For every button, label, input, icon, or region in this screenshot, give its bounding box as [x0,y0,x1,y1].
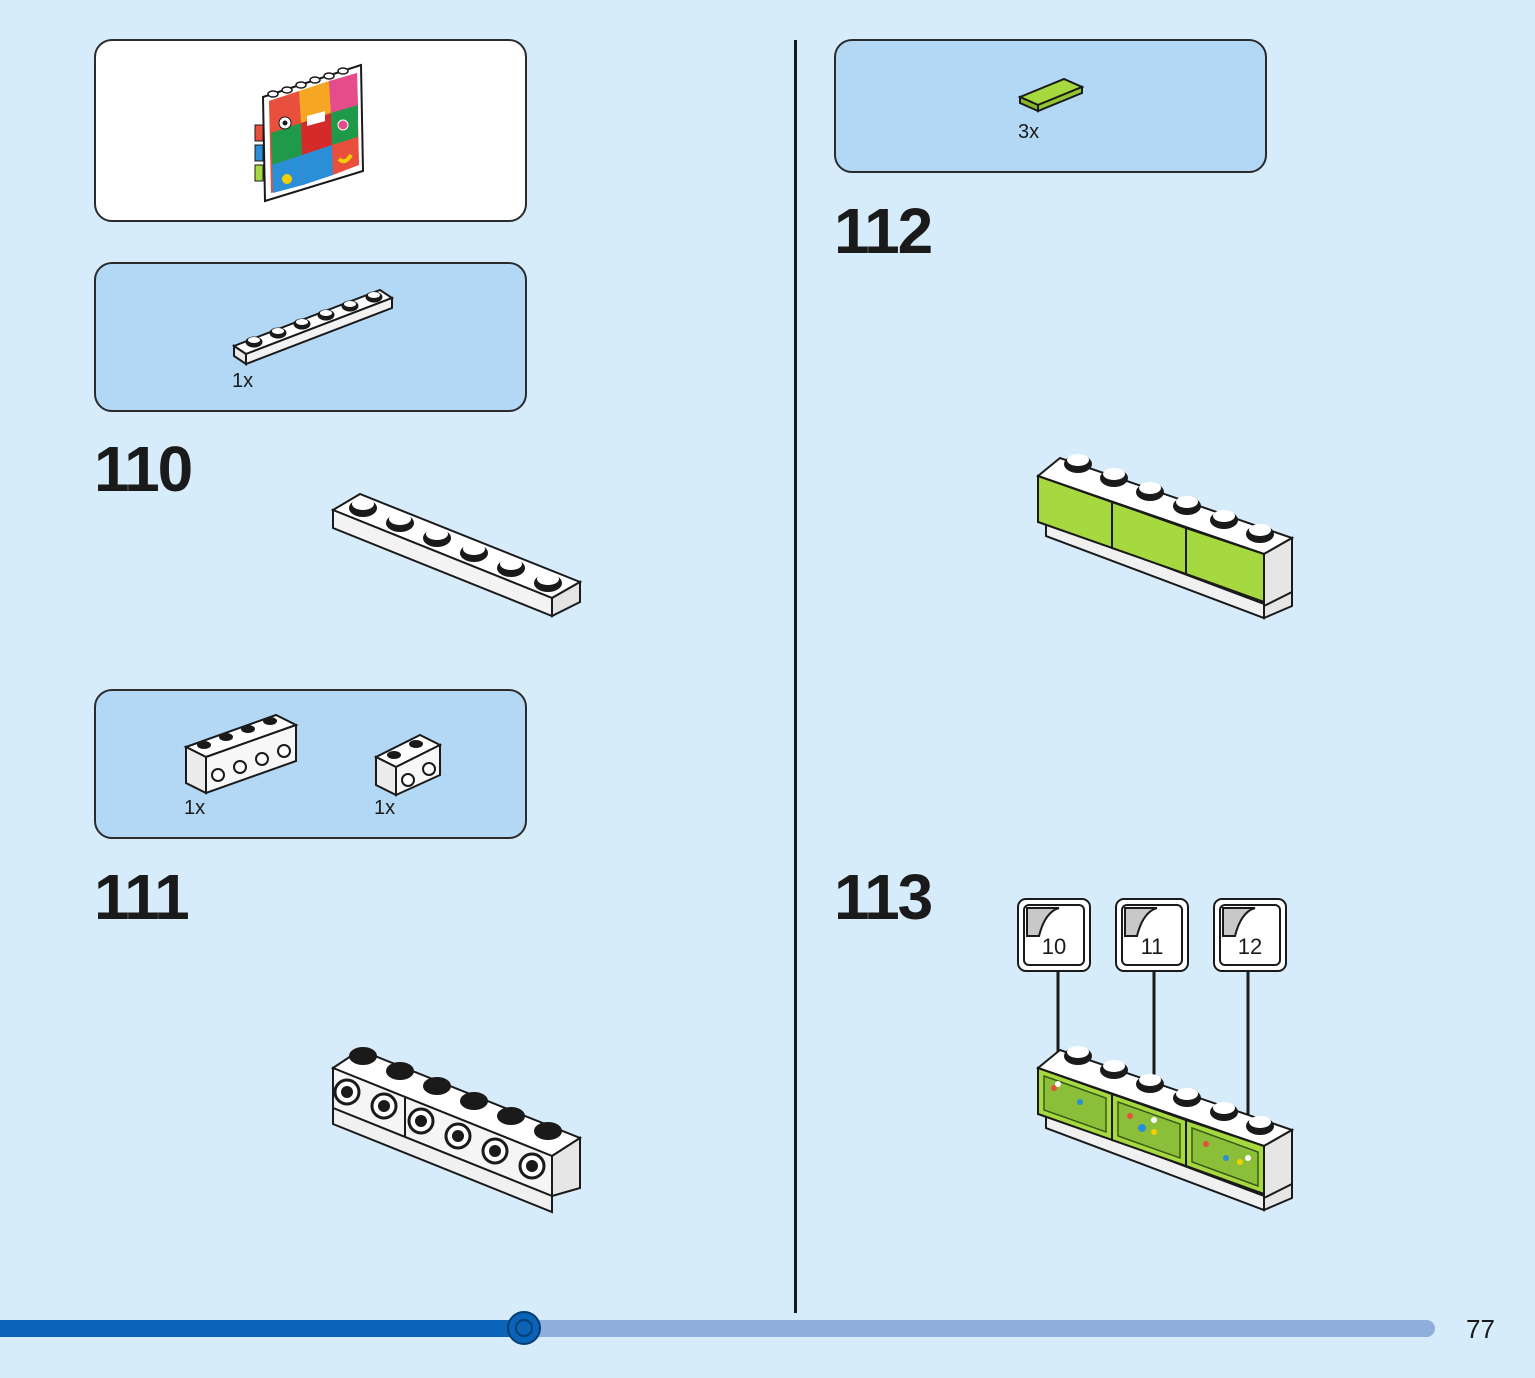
sticker-peel-icon [1026,907,1060,937]
step-112-assembly-image [1035,454,1295,620]
step-110-assembly-image [330,492,583,618]
column-divider [794,40,797,1313]
parts-callout-step-111: 1x 1x [94,689,527,839]
step-number-111: 111 [94,861,190,933]
brick-1x4-studs-on-side-part [183,713,299,795]
step-113-assembly-image [1035,972,1295,1212]
step-number-110: 110 [94,433,193,505]
parts-callout-step-110: 1x [94,262,527,412]
part-quantity: 3x [1018,121,1040,143]
tile-1x2-lime-part [1017,77,1085,113]
part-quantity-a: 1x [184,797,206,819]
subassembly-preview-box [94,39,527,222]
sticker-tag-12: 12 [1213,898,1287,972]
page-number: 77 [1466,1314,1495,1344]
sticker-peel-icon [1222,907,1256,937]
part-quantity: 1x [232,370,254,392]
sticker-number: 11 [1140,934,1164,959]
sticker-peel-icon [1124,907,1158,937]
step-111-assembly-image [330,1047,583,1214]
progress-knob [506,1311,541,1345]
poster-frame-model-image [254,63,365,203]
sticker-number: 10 [1041,934,1067,959]
parts-callout-step-112: 3x [834,39,1267,173]
sticker-number: 12 [1237,934,1263,959]
plate-1x6-white-part [231,288,395,366]
step-number-112: 112 [834,195,933,267]
sticker-tag-10: 10 [1017,898,1091,972]
part-quantity-b: 1x [374,797,396,819]
step-number-113: 113 [834,861,933,933]
brick-1x2-studs-on-side-part [373,733,443,797]
sticker-tag-11: 11 [1115,898,1189,972]
progress-fill [0,1320,524,1337]
